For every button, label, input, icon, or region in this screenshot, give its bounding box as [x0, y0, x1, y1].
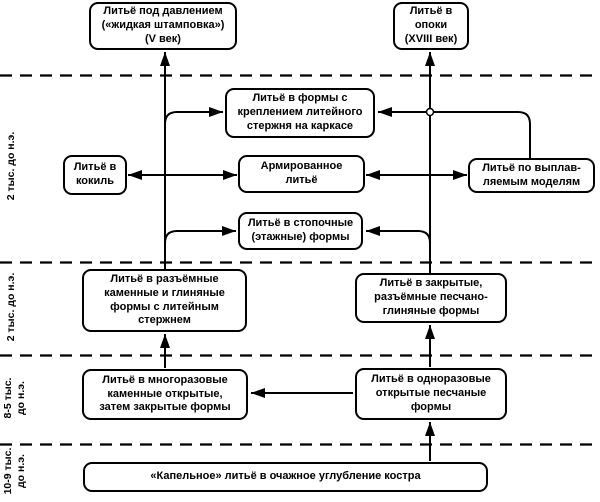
node-disposable-sand-molds: Литьё в одноразовые открытые песчаные фо…	[355, 368, 507, 420]
node-reinforced-casting: Армированное литьё	[238, 155, 365, 193]
edge-rightline-to-stack	[366, 226, 431, 244]
node-pressure-casting: Литьё под давлением («жидкая штамповка»)…	[89, 2, 237, 50]
node-core-on-frame-casting: Литьё в формы с креплением литейного сте…	[225, 88, 375, 138]
node-investment-casting: Литьё по выплав- ляемым моделям	[468, 158, 595, 193]
node-stack-mold-casting: Литьё в стопочные (этажные) формы	[238, 212, 363, 250]
node-chill-mold-casting: Литьё в кокиль	[63, 155, 127, 195]
edge-investment-to-karkas	[378, 107, 531, 158]
node-closed-sand-clay-casting: Литьё в закрытые, разъёмные песчано- гли…	[355, 273, 507, 323]
line-crossing-hop	[425, 107, 435, 117]
edge-leftline-to-karkas	[164, 107, 223, 125]
timeline-divider-lines	[0, 74, 600, 446]
era-label-10-9000bc: 10-9 тыс. до н.э.	[1, 447, 27, 495]
era-label-2000bc-upper: 2 тыс. до н.э.	[5, 131, 18, 201]
node-drop-casting-hearth: «Капельное» литьё в очажное углубление к…	[83, 462, 488, 492]
connector-arrows	[128, 52, 531, 461]
node-reusable-stone-molds: Литьё в многоразовые каменные открытые, …	[82, 369, 248, 420]
node-flask-casting: Литьё в опоки (XVIII век)	[393, 2, 469, 50]
node-split-stone-clay-casting: Литьё в разъёмные каменные и глиняные фо…	[82, 269, 247, 332]
edge-leftline-to-stack	[164, 226, 236, 244]
